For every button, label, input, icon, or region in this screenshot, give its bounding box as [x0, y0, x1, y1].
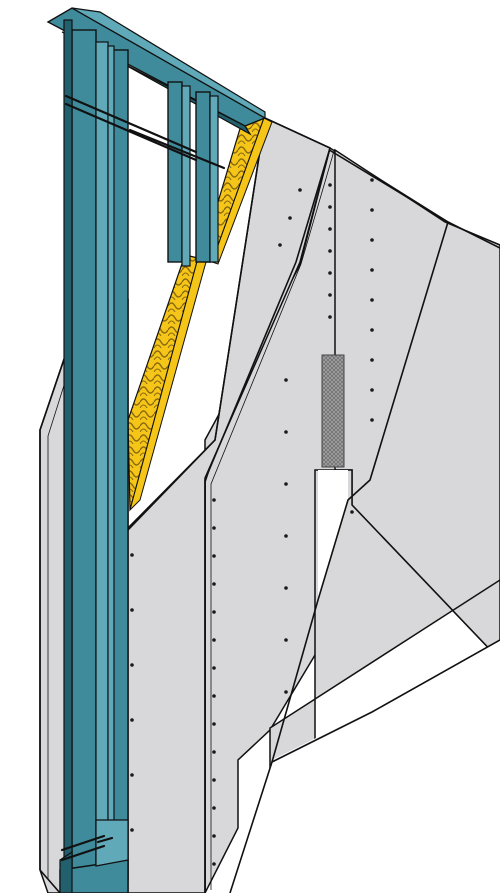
screw-dot	[212, 750, 216, 754]
screw-dot	[370, 208, 374, 212]
screw-dot	[212, 526, 216, 530]
screw-dot	[212, 694, 216, 698]
screw-dot	[130, 553, 134, 557]
rod-bottom-1	[60, 834, 106, 852]
screw-dot	[370, 238, 374, 242]
screw-dot	[370, 358, 374, 362]
screw-dot	[370, 298, 374, 302]
inner-board-bottom	[39, 869, 61, 893]
stud-fourth-flange	[209, 95, 219, 263]
screw-dot	[284, 534, 288, 538]
insulation-face	[211, 117, 273, 265]
screw-dot	[370, 418, 374, 422]
stud-fourth	[195, 91, 211, 263]
outer-board-bottom-white	[230, 640, 500, 893]
middle-board-front-edge	[204, 147, 331, 893]
cutaway-white	[318, 470, 348, 600]
screw-dot	[212, 722, 216, 726]
screw-dot	[212, 610, 216, 614]
screw-dot	[328, 293, 332, 297]
screw-dot	[212, 638, 216, 642]
mesh-joint-tape	[321, 354, 345, 468]
rod-top-1	[64, 94, 198, 154]
screw-dot	[212, 806, 216, 810]
screw-dot	[212, 498, 216, 502]
stud-left	[71, 29, 97, 871]
rod-bottom-3	[96, 836, 114, 844]
screw-dot	[284, 378, 288, 382]
rod-top-2	[64, 102, 198, 162]
stud-left-flange	[95, 41, 109, 873]
screw-dot	[328, 315, 332, 319]
screw-dot	[288, 216, 292, 220]
screw-dot	[328, 249, 332, 253]
stud-third	[167, 81, 183, 263]
screw-dot	[278, 243, 282, 247]
bottom-track-lip	[95, 819, 129, 867]
rod-bottom-2	[60, 844, 106, 862]
screw-dot	[328, 227, 332, 231]
screw-dot	[370, 178, 374, 182]
screw-dot	[328, 205, 332, 209]
top-track-face	[71, 7, 266, 120]
screw-dot	[212, 834, 216, 838]
screw-dot	[130, 608, 134, 612]
screw-dot	[284, 690, 288, 694]
screw-dot	[284, 638, 288, 642]
stud-second-flange	[107, 45, 115, 881]
screw-dot	[328, 183, 332, 187]
rod-top-3	[128, 128, 226, 170]
screw-dot	[370, 268, 374, 272]
screw-dot	[284, 586, 288, 590]
screw-dot	[212, 554, 216, 558]
screw-dot	[212, 778, 216, 782]
outer-board-cut-edge	[229, 639, 500, 893]
screw-dot	[370, 328, 374, 332]
stud-left-web	[63, 19, 73, 871]
screw-dot	[130, 828, 134, 832]
service-rods	[60, 94, 226, 862]
bottom-track-face	[59, 850, 73, 893]
middle-board-front-edge-inner	[210, 150, 335, 890]
screw-dot	[212, 582, 216, 586]
screw-dot	[298, 188, 302, 192]
screw-dot	[130, 773, 134, 777]
screw-dot	[328, 271, 332, 275]
steel-frame	[46, 7, 267, 893]
screw-dot	[212, 666, 216, 670]
screw-dot	[212, 862, 216, 866]
outer-board-layer	[204, 146, 500, 893]
stud-third-flange	[181, 85, 191, 267]
screw-dot	[350, 510, 354, 514]
screw-dot	[370, 388, 374, 392]
outer-board-vertical-cut	[271, 221, 449, 763]
screw-dot	[130, 663, 134, 667]
screw-dot	[284, 430, 288, 434]
screw-dot	[284, 482, 288, 486]
screw-fixings	[130, 178, 374, 866]
screw-dot	[130, 718, 134, 722]
